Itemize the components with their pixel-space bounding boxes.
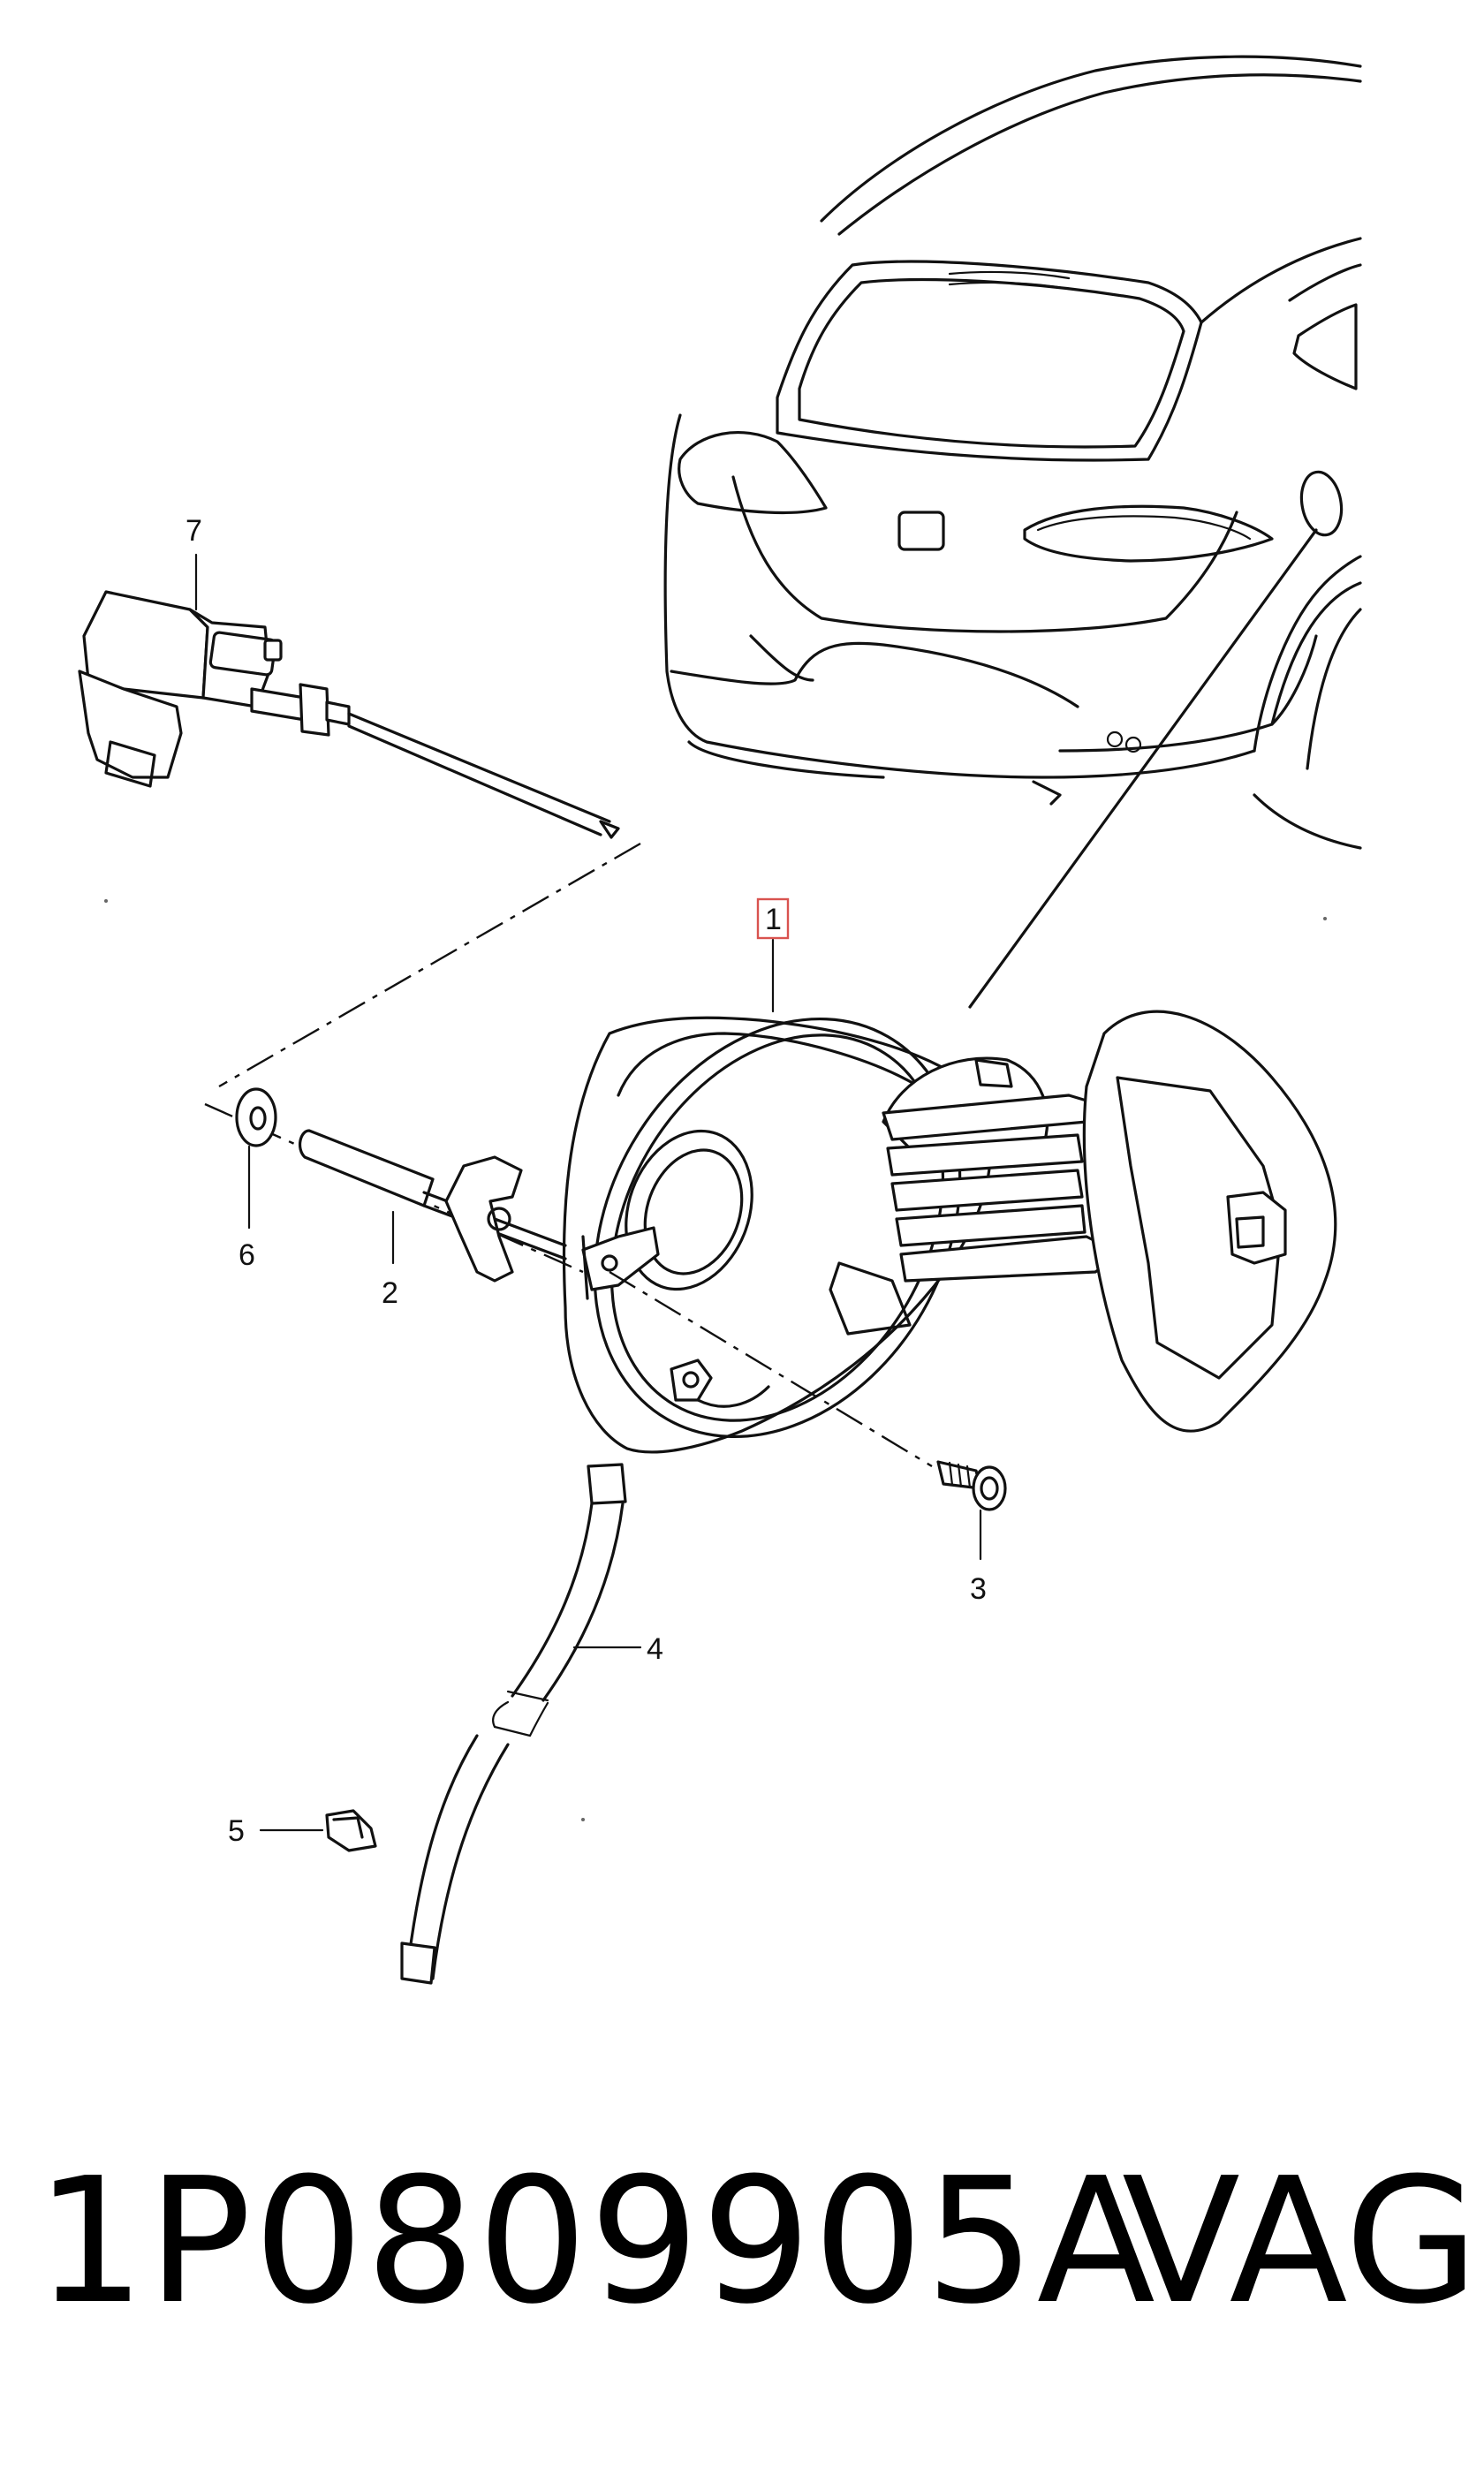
callout-1-highlight: [756, 897, 790, 940]
part-3-screw: [936, 1460, 1007, 1511]
part-2-cable-plunger: [298, 1129, 567, 1283]
callout-4: 4: [647, 1632, 663, 1666]
car-rear-illustration: [663, 55, 1362, 850]
part-number-label: 1P0809905A: [35, 2141, 1157, 2343]
assembly-path-3: [609, 1270, 933, 1468]
callout-6: 6: [238, 1238, 255, 1272]
part-7-actuator: [78, 590, 620, 839]
part-6-washer: [235, 1087, 277, 1147]
callout-2: 2: [382, 1276, 398, 1310]
assembly-path-7: [218, 842, 641, 1088]
part-4-drain-hose: [400, 1463, 627, 1985]
callout-5: 5: [228, 1814, 245, 1848]
brand-label: VAG: [1122, 2141, 1480, 2343]
callout-7: 7: [186, 514, 202, 548]
part-5-clip: [325, 1809, 377, 1852]
callout-3: 3: [970, 1572, 987, 1606]
callout-1[interactable]: 1: [765, 903, 782, 936]
leader-line-car-to-flap: [968, 528, 1318, 1009]
part-1-fuel-filler-housing: [562, 1010, 1337, 1454]
